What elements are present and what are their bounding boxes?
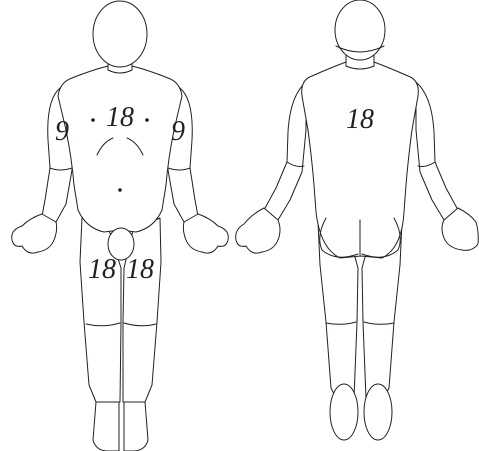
back-right-foot: [364, 384, 392, 440]
front-dot-chest-right: [145, 118, 149, 122]
front-right-leg-label: 18: [126, 254, 154, 285]
back-left-arm: [264, 82, 306, 220]
front-right-foot: [124, 402, 148, 451]
back-left-foot: [330, 384, 358, 440]
front-dot-navel: [118, 188, 122, 192]
back-figure: 18: [236, 0, 479, 440]
front-right-arm-label: 9: [171, 116, 185, 147]
front-left-leg-label: 18: [88, 254, 116, 285]
front-right-hand: [183, 214, 228, 253]
back-torso-label: 18: [346, 104, 374, 135]
front-left-hand: [12, 214, 57, 253]
front-head: [93, 1, 147, 67]
back-head: [335, 0, 385, 60]
front-figure: 18 9 9 18 18: [12, 1, 229, 451]
front-left-arm-label: 9: [55, 116, 69, 147]
front-dot-chest-left: [91, 118, 95, 122]
front-left-foot: [93, 402, 119, 451]
back-right-arm: [416, 82, 458, 220]
front-chest-label: 18: [106, 102, 134, 133]
front-torso: [58, 66, 182, 232]
